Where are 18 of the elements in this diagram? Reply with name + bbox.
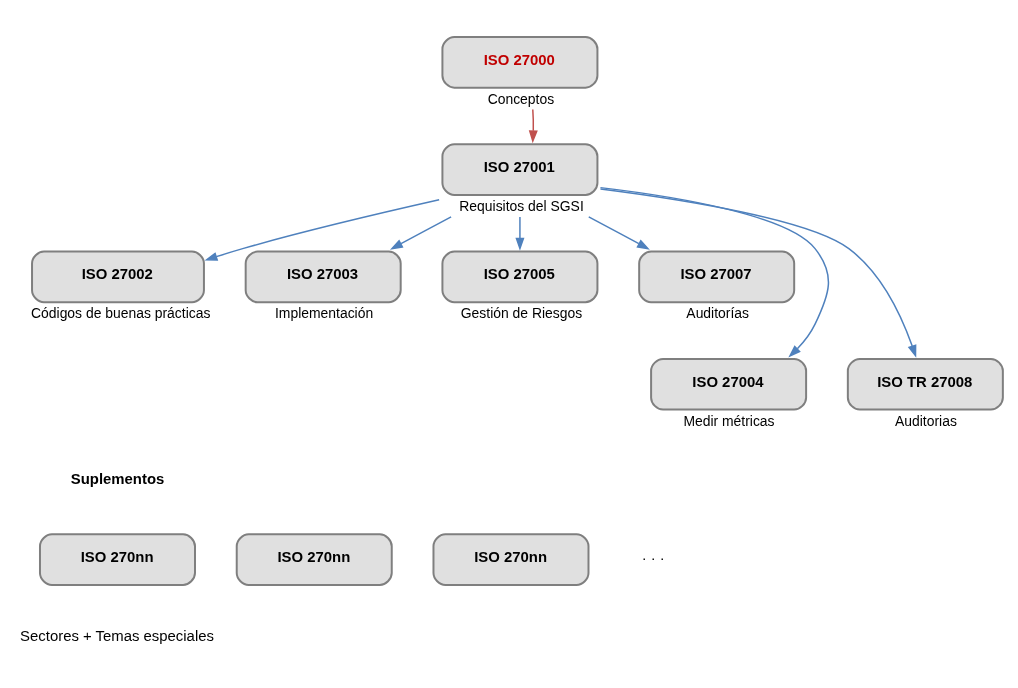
arrow <box>599 187 917 358</box>
arrow <box>389 215 452 250</box>
arrow <box>515 215 525 251</box>
node-label: Auditorias <box>895 412 957 429</box>
arrow <box>528 108 538 143</box>
arrow <box>204 198 440 261</box>
label: Sectores + Temas especiales <box>20 627 214 644</box>
arrow <box>588 215 650 250</box>
node-label: Conceptos <box>487 90 555 107</box>
node-label: Códigos de buenas prácticas <box>31 304 211 321</box>
node-label: Requisitos del SGSI <box>459 197 584 214</box>
arrow <box>599 186 830 357</box>
label: · · · <box>641 549 665 566</box>
node-label: Gestión de Riesgos <box>460 304 583 321</box>
node-label: Medir métricas <box>683 412 775 429</box>
node-label: Implementación <box>274 304 374 321</box>
node-label: Auditorías <box>686 304 749 321</box>
label: Suplementos <box>70 470 165 487</box>
